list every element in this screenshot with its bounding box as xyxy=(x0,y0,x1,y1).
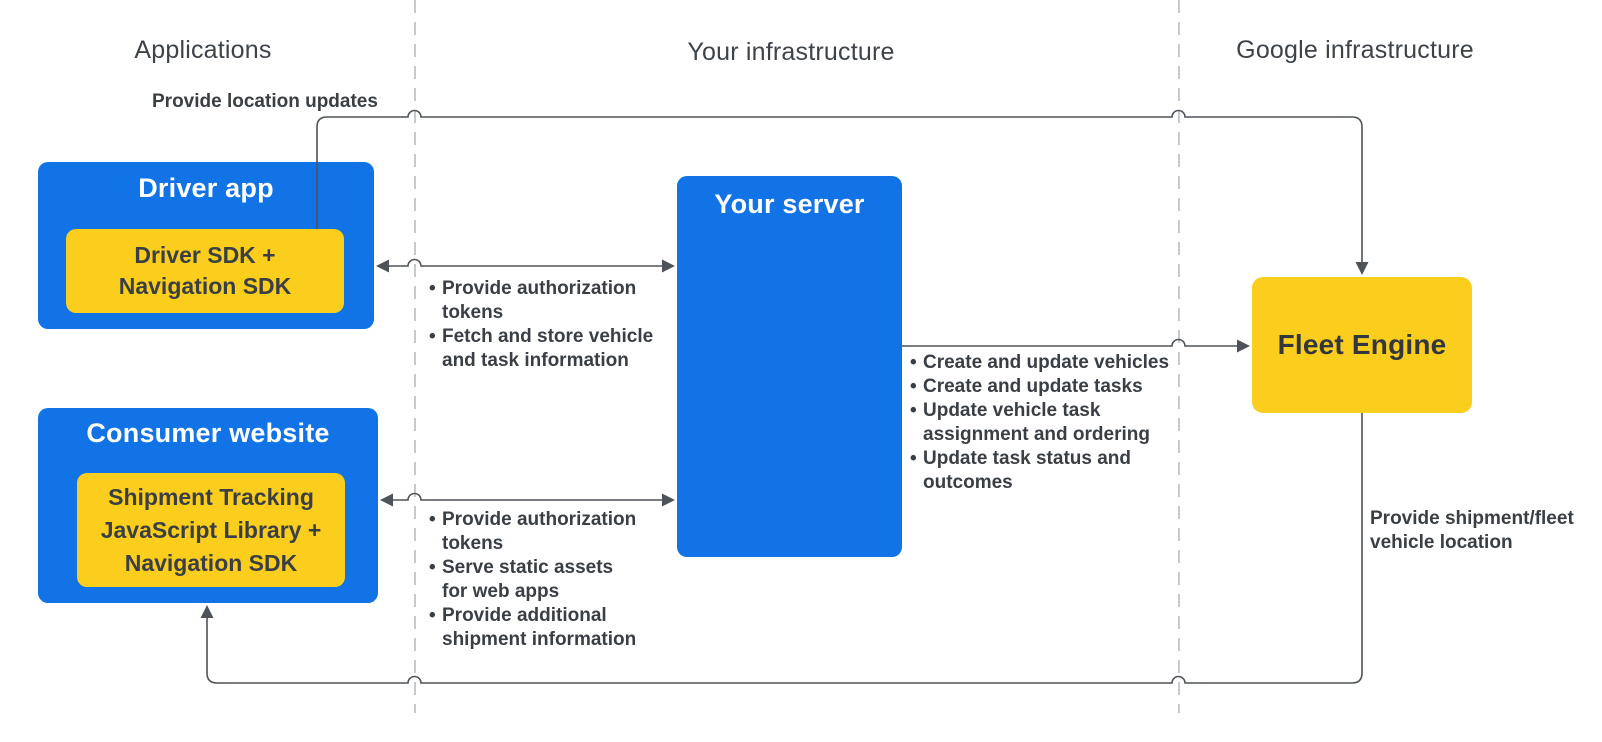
your-server-box xyxy=(677,176,902,557)
column-header-google-infrastructure: Google infrastructure xyxy=(1236,36,1474,64)
list-item: Update task status and outcomes xyxy=(910,447,1190,495)
arrowhead-into-consumer-bottom xyxy=(200,605,214,618)
arrowhead-into-consumer-right xyxy=(380,493,393,507)
driver-sdk-box: Driver SDK + Navigation SDK xyxy=(66,229,344,313)
edge-label-provide-shipment-fleet: Provide shipment/fleet vehicle location xyxy=(1370,508,1574,553)
arrowhead-into-driver xyxy=(376,259,389,273)
arrowhead-into-fleet-top xyxy=(1355,262,1369,275)
arrowhead-into-fleet-left xyxy=(1237,339,1250,353)
consumer-website-title: Consumer website xyxy=(86,418,330,448)
your-server-title: Your server xyxy=(714,189,865,219)
list-item: Create and update tasks xyxy=(910,375,1190,399)
list-item: Update vehicle task assignment and order… xyxy=(910,399,1190,447)
fleet-engine-box: Fleet Engine xyxy=(1252,277,1472,413)
edge-consumer-server xyxy=(393,492,662,501)
column-header-your-infrastructure: Your infrastructure xyxy=(687,38,895,66)
edge-label-provide-location-updates: Provide location updates xyxy=(152,91,378,112)
bullet-list-consumer-server: Provide authorization tokens Serve stati… xyxy=(429,508,664,652)
arrowhead-into-server-bottom xyxy=(662,493,675,507)
list-item: Provide authorization tokens xyxy=(429,277,664,325)
list-item: Create and update vehicles xyxy=(910,351,1190,375)
edge-server-fleet xyxy=(902,338,1237,347)
bullet-list-server-fleet: Create and update vehicles Create and up… xyxy=(910,351,1190,495)
list-item: Provide authorization tokens xyxy=(429,508,664,556)
edge-driver-server xyxy=(389,258,662,267)
list-item: Fetch and store vehicle and task informa… xyxy=(429,325,664,373)
list-item: Provide additional shipment information xyxy=(429,604,664,652)
driver-app-title: Driver app xyxy=(138,173,274,203)
consumer-sdk-box: Shipment Tracking JavaScript Library + N… xyxy=(77,473,345,587)
arrowhead-into-server-top xyxy=(662,259,675,273)
list-item: Serve static assets for web apps xyxy=(429,556,664,604)
column-header-applications: Applications xyxy=(134,36,272,64)
bullet-list-driver-server: Provide authorization tokens Fetch and s… xyxy=(429,277,664,373)
